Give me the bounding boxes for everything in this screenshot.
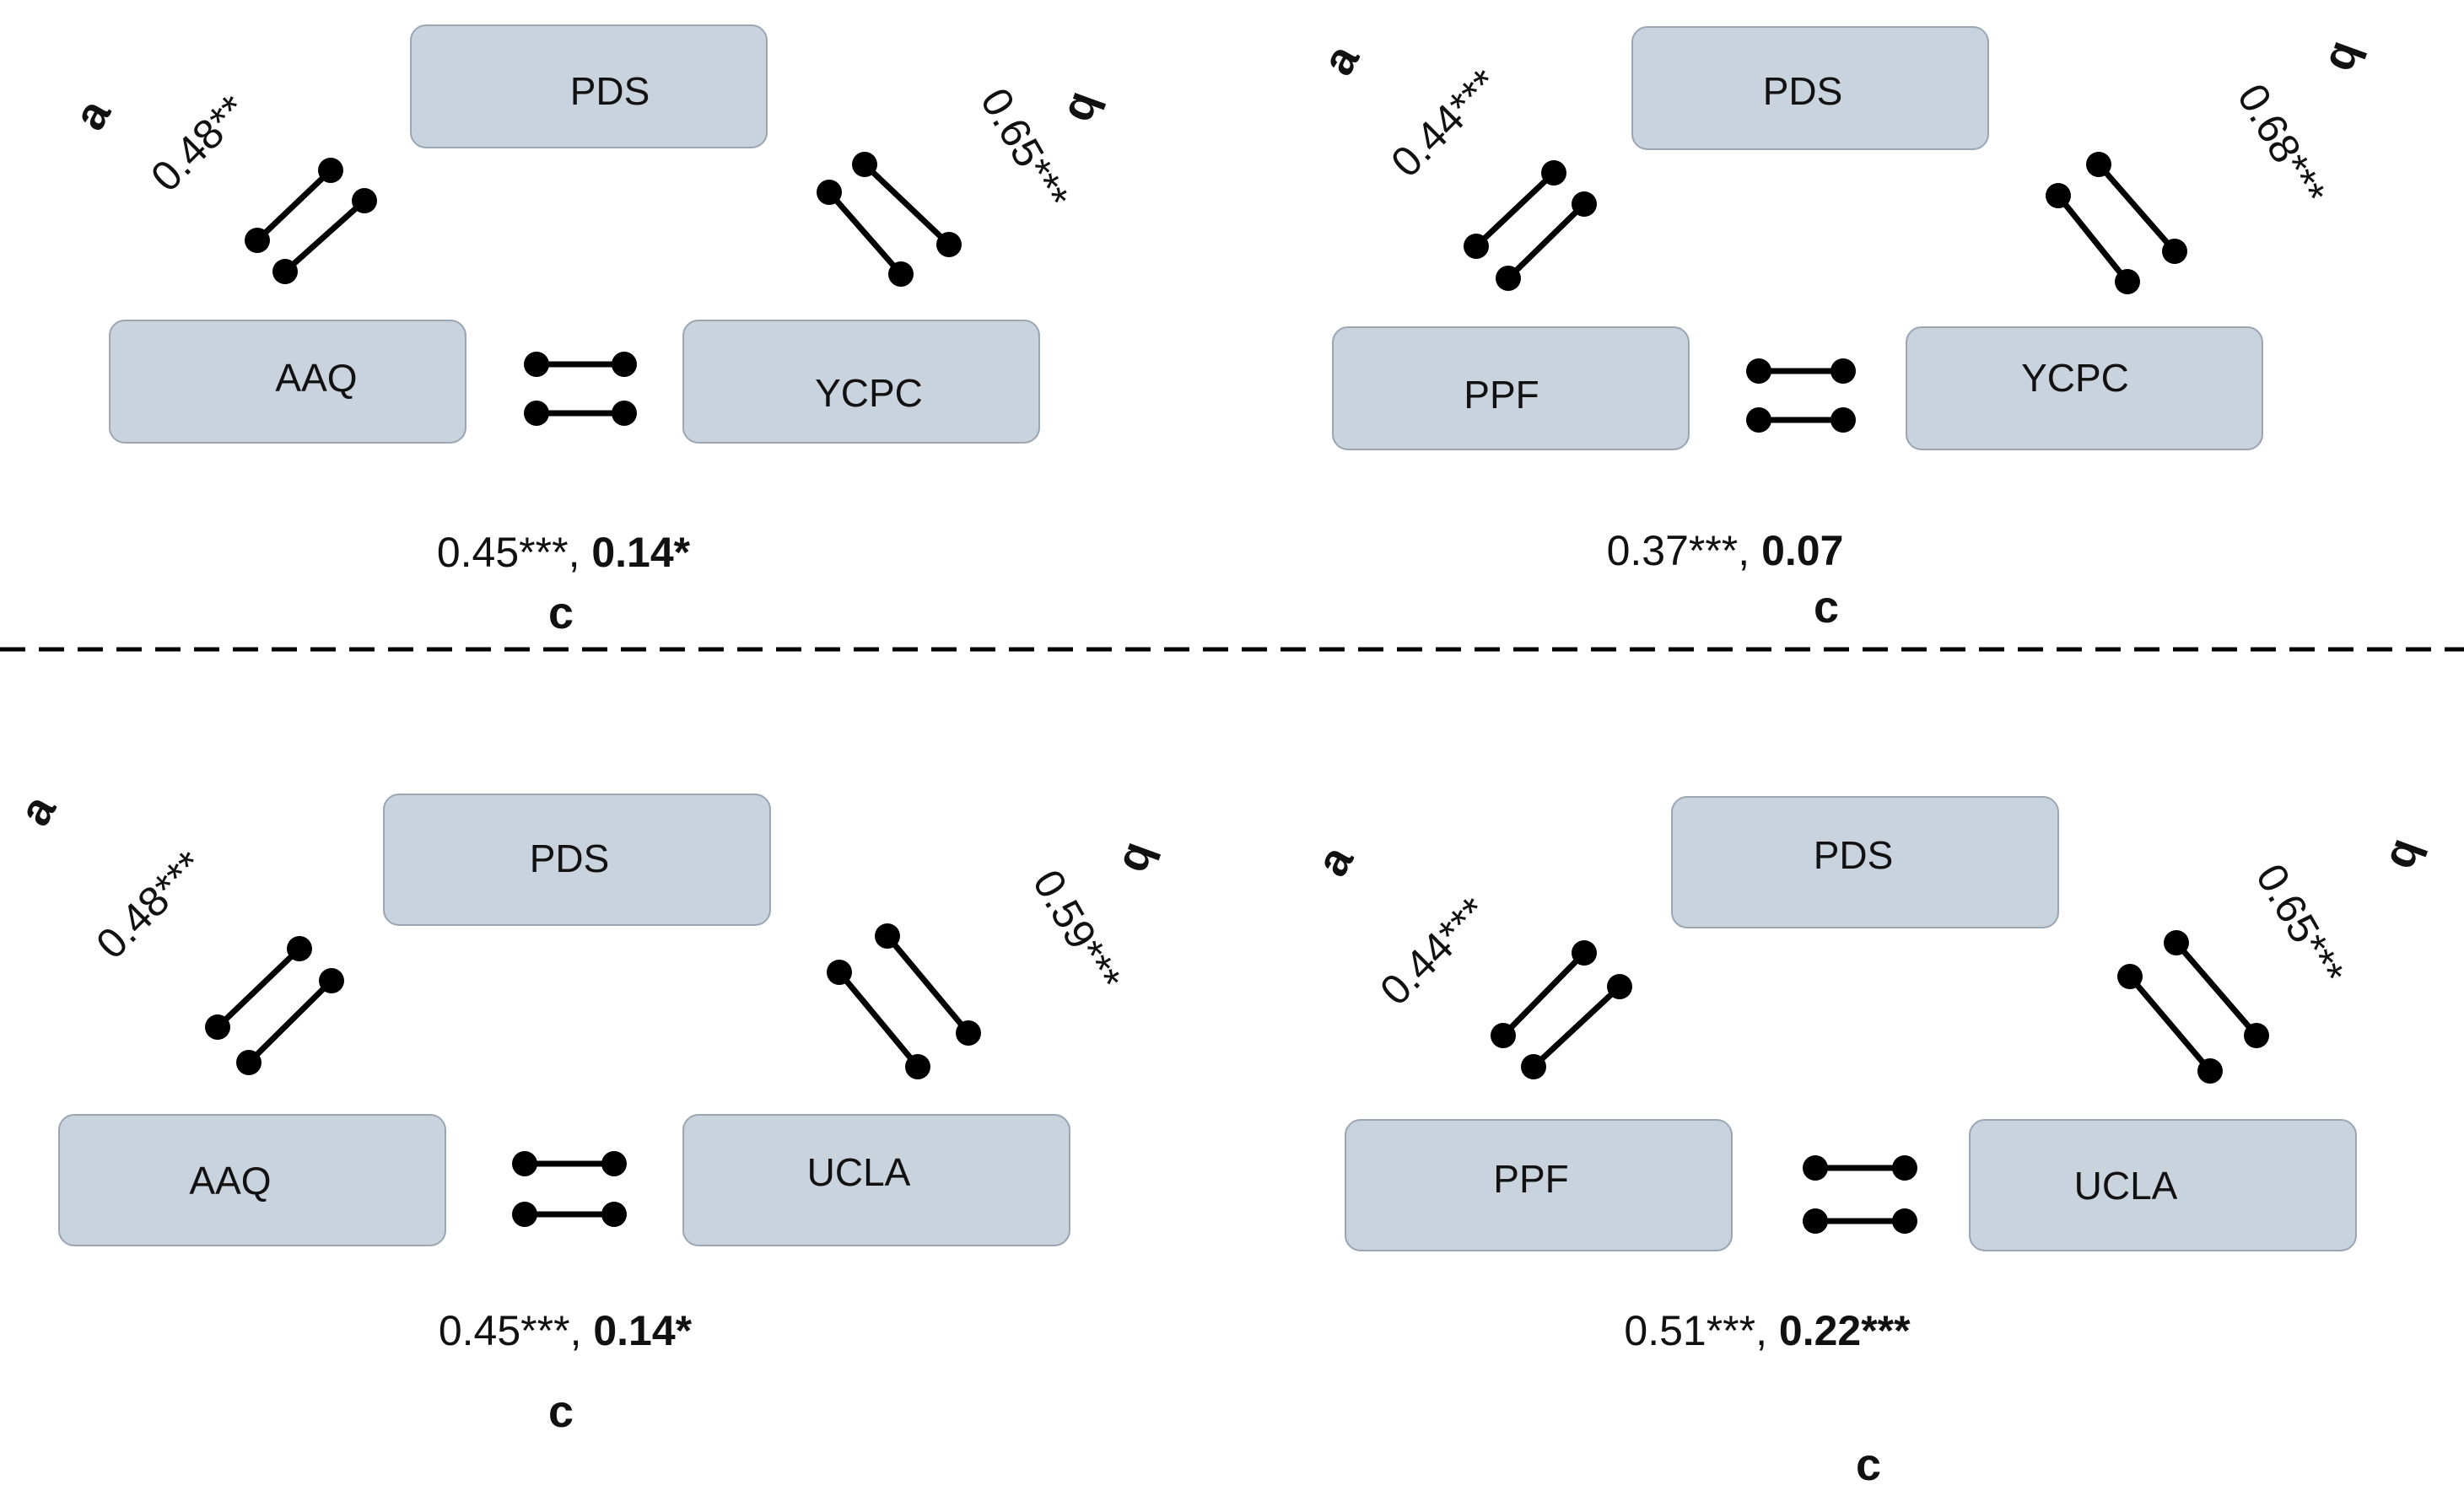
c-path-connector xyxy=(1746,358,1856,433)
c-path-connector xyxy=(524,352,637,426)
panel-4: PDS PPF UCLA a 0.44*** b 0.65*** 0.51***… xyxy=(1307,796,2436,1490)
outcome-label: YCPC xyxy=(2021,356,2129,400)
c-total-effect: 0.37*** xyxy=(1607,527,1739,574)
b-path-connector xyxy=(827,923,981,1079)
a-path-letter: a xyxy=(64,90,121,138)
panel-2: PDS PPF YCPC a 0.44*** b 0.68*** 0.37***… xyxy=(1313,26,2375,632)
c-path-letter: c xyxy=(1814,582,1839,632)
mediator-label: PDS xyxy=(1763,69,1843,113)
c-direct-effect: 0.14* xyxy=(593,1307,692,1354)
predictor-label: PPF xyxy=(1493,1157,1568,1201)
c-path-letter: c xyxy=(548,1386,574,1437)
predictor-box: AAQ xyxy=(58,1114,446,1246)
c-path-coefficients: 0.51***, 0.22*** xyxy=(1624,1307,1911,1354)
panel-3: PDS AAQ UCLA a 0.48*** b 0.59*** 0.45***… xyxy=(9,786,1169,1437)
outcome-box: YCPC xyxy=(682,320,1040,444)
b-coefficient: 0.68*** xyxy=(2229,76,2335,213)
c-path-coefficients: 0.37***, 0.07 xyxy=(1607,527,1844,574)
mediator-label: PDS xyxy=(530,837,610,880)
a-coefficient: 0.48*** xyxy=(87,842,213,968)
outcome-label: YCPC xyxy=(815,371,923,415)
predictor-box: AAQ xyxy=(109,320,466,444)
predictor-label: PPF xyxy=(1464,373,1539,417)
predictor-label: AAQ xyxy=(189,1159,271,1203)
a-coefficient: 0.44*** xyxy=(1382,60,1508,186)
outcome-label: UCLA xyxy=(807,1150,911,1194)
c-direct-effect: 0.14* xyxy=(591,529,690,576)
a-coefficient: 0.44*** xyxy=(1371,888,1497,1014)
mediator-box: PDS xyxy=(1671,796,2059,928)
c-path-letter: c xyxy=(1856,1439,1881,1490)
outcome-box: YCPC xyxy=(1906,326,2263,450)
predictor-box: PPF xyxy=(1332,326,1690,450)
b-path-letter: b xyxy=(1112,837,1169,880)
b-path-letter: b xyxy=(2379,833,2436,877)
mediator-box: PDS xyxy=(410,24,768,148)
c-total-effect: 0.45*** xyxy=(439,1307,570,1354)
mediator-label: PDS xyxy=(1814,833,1894,877)
c-total-effect: 0.45*** xyxy=(437,529,569,576)
c-path-connector xyxy=(1803,1155,1917,1234)
c-total-effect: 0.51*** xyxy=(1624,1307,1755,1354)
mediator-box: PDS xyxy=(383,794,771,926)
a-path-connector xyxy=(1491,940,1632,1079)
a-path-connector xyxy=(1464,160,1597,291)
a-path-letter: a xyxy=(1307,837,1363,885)
b-coefficient: 0.65*** xyxy=(2247,856,2353,993)
mediator-box: PDS xyxy=(1631,26,1989,150)
a-path-connector xyxy=(205,936,344,1075)
b-path-letter: b xyxy=(2318,35,2375,79)
b-path-letter: b xyxy=(1057,86,1114,130)
a-path-letter: a xyxy=(1313,35,1369,83)
outcome-label: UCLA xyxy=(2074,1164,2178,1208)
a-path-letter: a xyxy=(9,786,66,834)
a-path-connector xyxy=(245,158,377,284)
b-coefficient: 0.59*** xyxy=(1024,862,1130,999)
panel-1: PDS AAQ YCPC a 0.48** b 0.65*** 0.45***,… xyxy=(64,24,1114,638)
outcome-box: UCLA xyxy=(1969,1119,2357,1251)
predictor-box: PPF xyxy=(1345,1119,1733,1251)
mediator-label: PDS xyxy=(570,69,650,113)
b-path-connector xyxy=(2046,152,2187,294)
c-path-coefficients: 0.45***, 0.14* xyxy=(437,529,691,576)
c-path-coefficients: 0.45***, 0.14* xyxy=(439,1307,693,1354)
c-direct-effect: 0.07 xyxy=(1761,527,1843,574)
b-path-connector xyxy=(2117,930,2269,1084)
predictor-label: AAQ xyxy=(275,356,357,400)
c-path-connector xyxy=(512,1151,627,1227)
a-coefficient: 0.48** xyxy=(142,86,256,201)
c-direct-effect: 0.22*** xyxy=(1779,1307,1911,1354)
b-path-connector xyxy=(817,152,962,287)
c-path-letter: c xyxy=(548,588,574,638)
outcome-box: UCLA xyxy=(682,1114,1070,1246)
